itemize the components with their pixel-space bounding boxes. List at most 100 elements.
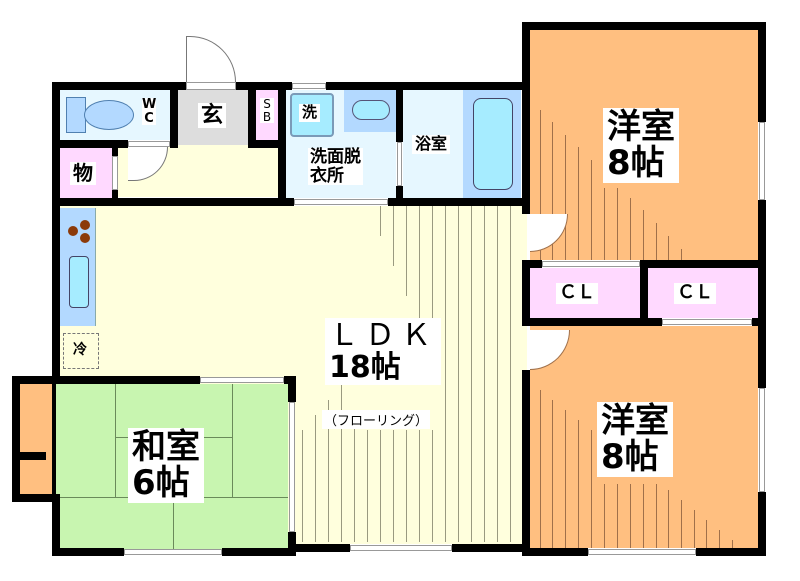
floor-line — [578, 420, 579, 548]
wall — [52, 198, 294, 206]
ldk-label: ＬＤＫ 18帖 — [325, 318, 441, 385]
bathroom-label: 浴室 — [412, 135, 451, 154]
wall — [522, 22, 530, 214]
entrance-door-icon[interactable] — [186, 36, 236, 82]
sink-basin-icon — [352, 100, 390, 120]
floor-line — [484, 206, 485, 542]
wall — [396, 82, 403, 142]
wall — [640, 260, 648, 326]
sb-label-line1: S — [263, 97, 271, 111]
fridge-label: 冷 — [73, 342, 87, 358]
wall — [758, 200, 766, 380]
floor-line — [380, 206, 381, 236]
wall — [20, 452, 46, 460]
toilet-icon — [66, 97, 86, 133]
western-room-2-label-line2: 8帖 — [601, 436, 659, 477]
closet-2-label: ＣＬ — [674, 283, 716, 304]
tatami-line — [115, 437, 116, 497]
floor-line — [432, 206, 433, 356]
wall — [696, 548, 766, 556]
wall — [288, 376, 296, 402]
window — [200, 377, 284, 383]
floor-line — [591, 430, 592, 548]
wall — [388, 198, 530, 206]
floor-line — [681, 249, 682, 260]
japanese-room-label-line1: 和室 — [132, 427, 200, 467]
refrigerator-icon — [63, 333, 99, 369]
floor-line — [656, 223, 657, 260]
floor-line — [419, 430, 420, 542]
western-room-1-label-line2: 8帖 — [607, 142, 665, 183]
wall — [522, 22, 766, 30]
window — [759, 388, 765, 492]
floor-line — [578, 147, 579, 260]
western-room-2-label: 洋室 8帖 — [597, 402, 673, 478]
wall — [326, 82, 530, 90]
window — [588, 549, 696, 555]
storage-label: 物 — [70, 162, 96, 185]
bathroom-door[interactable] — [397, 142, 402, 186]
floor-line — [643, 210, 644, 260]
japanese-sliding-door — [289, 402, 295, 532]
wc-label: W C — [142, 98, 156, 126]
wall — [278, 82, 286, 206]
wall — [222, 548, 296, 556]
floor-line — [643, 484, 644, 548]
wall — [522, 260, 530, 326]
floor-line — [617, 188, 618, 260]
floor-line — [591, 160, 592, 260]
floor-line — [302, 430, 303, 542]
floor-line — [552, 122, 553, 260]
wall — [52, 82, 186, 90]
wall — [758, 22, 766, 122]
window — [759, 122, 765, 200]
wall — [288, 532, 296, 556]
floor-line — [432, 430, 433, 542]
washroom-label-line2: 衣所 — [310, 165, 344, 186]
japanese-room-label-line2: 6帖 — [132, 462, 190, 503]
wall — [236, 82, 292, 90]
floor-line — [406, 206, 407, 296]
toilet-bowl-icon — [84, 100, 134, 130]
western-room-1-label: 洋室 8帖 — [603, 107, 679, 184]
wc-label-line2: C — [144, 110, 154, 126]
wall — [52, 384, 56, 494]
floor-line — [445, 206, 446, 542]
floor-line — [552, 400, 553, 548]
floor-line — [540, 110, 541, 260]
western-room-1-label-line1: 洋室 — [607, 107, 675, 147]
floor-line — [419, 206, 420, 326]
stove-burner-icon — [80, 220, 90, 230]
genkan-step — [186, 82, 236, 90]
floor-line — [315, 415, 316, 542]
floor-line — [630, 198, 631, 260]
wall — [640, 260, 766, 268]
floor-line — [681, 500, 682, 548]
floor-line — [393, 206, 394, 266]
window — [124, 549, 222, 555]
kitchen-sink-icon — [69, 256, 89, 308]
wall — [396, 186, 403, 206]
floor-line — [630, 484, 631, 548]
closet-1-label: ＣＬ — [556, 283, 598, 304]
bathtub-icon — [473, 98, 513, 190]
storage-door[interactable] — [112, 156, 118, 190]
wall — [522, 260, 542, 268]
wall — [170, 82, 178, 148]
floor-line — [565, 410, 566, 548]
ldk-label-line1: ＬＤＫ — [329, 318, 437, 353]
tatami-line — [115, 384, 116, 437]
floor-line — [341, 385, 342, 542]
floor-line — [668, 236, 669, 260]
floor-line — [706, 520, 707, 548]
floor-line — [565, 135, 566, 260]
stove-burner-icon — [80, 233, 90, 243]
floor-line — [668, 490, 669, 548]
floor-line — [380, 430, 381, 542]
washroom-sliding-door — [294, 199, 388, 205]
floor-line — [656, 484, 657, 548]
floor-line — [367, 430, 368, 542]
wall — [52, 548, 124, 556]
window — [350, 545, 452, 551]
stove-burner-icon — [68, 226, 78, 236]
